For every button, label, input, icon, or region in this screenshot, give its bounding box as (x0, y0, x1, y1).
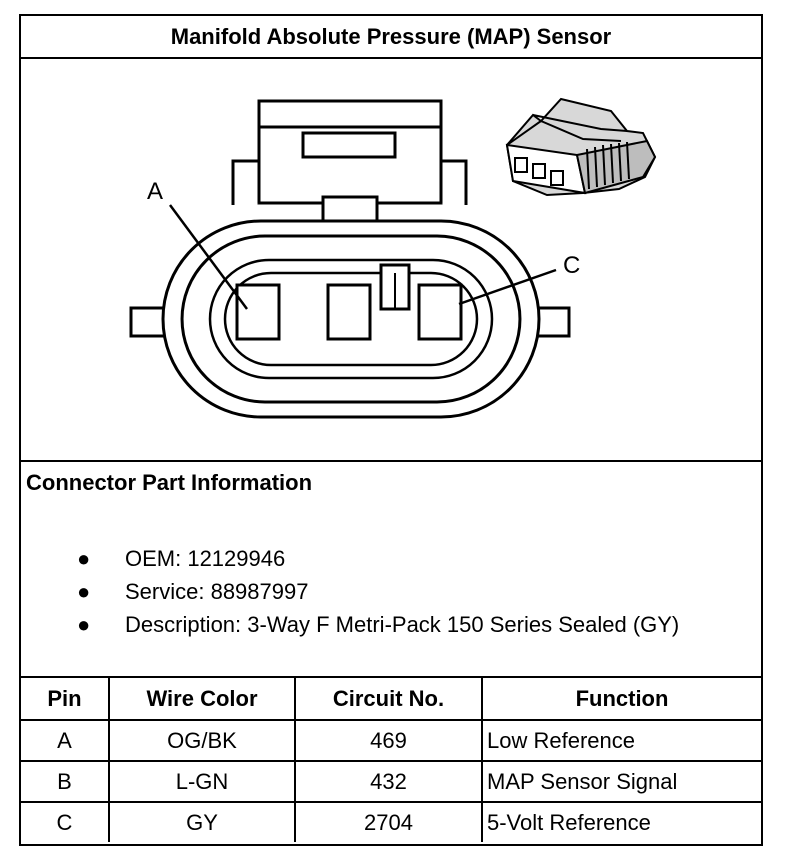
column-header-wire-color: Wire Color (108, 678, 296, 721)
connector-diagram: A C (21, 59, 761, 462)
column-header-function: Function (481, 678, 761, 721)
left-ear (129, 306, 167, 338)
bullet-icon: ● (77, 579, 91, 604)
cavity-b (326, 283, 372, 341)
table-header-row: Pin Wire Color Circuit No. Function (21, 678, 761, 721)
wire-color-cell: L-GN (108, 760, 296, 803)
pin-c-leader (458, 268, 557, 306)
connector-part-information: Connector Part Information ● OEM: 121299… (21, 462, 761, 678)
service-number: Service: 88987997 (125, 579, 309, 604)
list-item: ● OEM: 12129946 (21, 542, 761, 575)
bullet-icon: ● (77, 612, 91, 637)
pin-cell: B (21, 760, 110, 803)
pin-cell: C (21, 801, 110, 842)
oem-number: OEM: 12129946 (125, 546, 286, 571)
pin-c-label: C (563, 252, 580, 279)
connector-sheet: Manifold Absolute Pressure (MAP) Sensor (19, 14, 763, 846)
bullet-icon: ● (77, 546, 91, 571)
column-header-pin: Pin (21, 678, 110, 721)
latch-housing (257, 99, 443, 205)
function-cell: MAP Sensor Signal (481, 760, 761, 803)
description: Description: 3-Way F Metri-Pack 150 Seri… (125, 612, 680, 637)
wire-color-cell: GY (108, 801, 296, 842)
list-item: ● Service: 88987997 (21, 575, 761, 608)
table-row: A OG/BK 469 Low Reference (21, 719, 761, 762)
latch-window (301, 131, 397, 159)
table-row: C GY 2704 5-Volt Reference (21, 801, 761, 842)
pin-cell: A (21, 719, 110, 762)
pin-a-leader (168, 204, 249, 310)
circuit-cell: 469 (294, 719, 483, 762)
part-info-list: ● OEM: 12129946 ● Service: 88987997 ● De… (21, 542, 761, 641)
list-item: ● Description: 3-Way F Metri-Pack 150 Se… (21, 608, 761, 641)
table-row: B L-GN 432 MAP Sensor Signal (21, 760, 761, 803)
circuit-cell: 2704 (294, 801, 483, 842)
connector-face-view: A C (129, 97, 657, 419)
pin-a-label: A (147, 178, 163, 205)
connector-iso-view (505, 97, 657, 197)
function-cell: Low Reference (481, 719, 761, 762)
cavity-c (417, 283, 463, 341)
connector-body (129, 99, 571, 419)
column-header-circuit: Circuit No. (294, 678, 483, 721)
pin-table: Pin Wire Color Circuit No. Function A OG… (21, 678, 761, 842)
info-heading: Connector Part Information (26, 470, 313, 495)
function-cell: 5-Volt Reference (481, 801, 761, 842)
circuit-cell: 432 (294, 760, 483, 803)
wire-color-cell: OG/BK (108, 719, 296, 762)
page-title: Manifold Absolute Pressure (MAP) Sensor (21, 16, 761, 59)
cavity-a (235, 283, 281, 341)
